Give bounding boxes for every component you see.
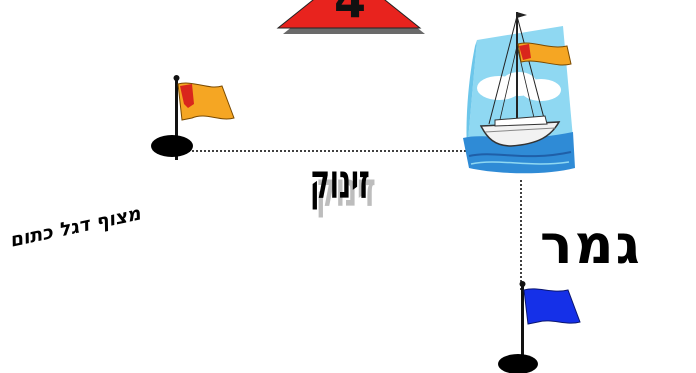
buoy-icon: [151, 135, 193, 157]
buoy-icon: [498, 354, 538, 373]
finish-label: גמר: [540, 218, 642, 272]
sailboat-icon: [455, 6, 575, 176]
orange-flag-buoy: [148, 74, 244, 164]
blue-flag-buoy: [494, 280, 590, 373]
orange-flag-icon: [178, 83, 234, 120]
start-label: זינוק: [310, 158, 370, 206]
blue-flag-icon: [524, 289, 580, 324]
